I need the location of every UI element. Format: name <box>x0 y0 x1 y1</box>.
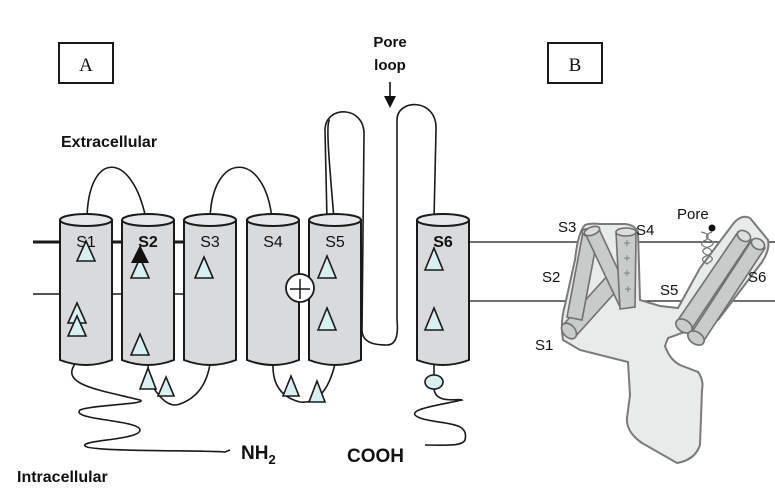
marker-triangle <box>75 239 97 262</box>
b-helix-s6 <box>687 237 767 346</box>
mutation-markers <box>66 239 445 356</box>
marker-triangle <box>307 378 327 403</box>
intracellular-label: Intracellular <box>17 469 108 486</box>
loop-s2-s3 <box>147 363 211 406</box>
b-s3-label: S3 <box>558 219 576 236</box>
panel-b-label-box <box>547 42 603 84</box>
b-s2-label: S2 <box>542 269 560 286</box>
helix-s1: S1 <box>59 213 113 366</box>
marker-triangle <box>316 253 338 279</box>
loop-s3-s4 <box>209 166 273 220</box>
helix-s3: S3 <box>183 213 237 366</box>
panel-a-label: A <box>79 55 93 76</box>
pore-loop-label-line1: Pore <box>373 34 406 51</box>
loop-s4-s5 <box>272 363 336 403</box>
loop-s1-s2 <box>86 166 147 220</box>
panel-b-label: B <box>569 55 582 76</box>
marker-triangle <box>423 245 445 271</box>
dark-arrow-marker <box>131 245 149 263</box>
marker-triangle <box>129 331 151 356</box>
helix-s6: S6 <box>416 213 470 366</box>
s4-charge: + <box>624 282 631 296</box>
panel-b: B + + + + <box>535 42 770 465</box>
b-s4-label: S4 <box>636 222 654 239</box>
pore-dot-icon <box>708 224 716 232</box>
marker-triangle <box>156 374 176 397</box>
segment-label-s5: S5 <box>325 234 345 251</box>
c-terminus-label: COOH <box>347 446 404 467</box>
marker-triangle <box>129 256 151 279</box>
marker-triangle <box>193 254 215 279</box>
pore-loop-arrow-icon <box>384 82 396 108</box>
segment-label-s6: S6 <box>433 234 453 251</box>
s4-charges: + + + + <box>623 236 631 296</box>
positive-charge-icon: + <box>285 273 315 303</box>
marker-triangle <box>316 305 338 331</box>
c-terminus-tail <box>413 388 467 447</box>
b-s1-label: S1 <box>535 337 553 354</box>
loop-s5-pore <box>327 119 335 220</box>
s4-charge: + <box>623 236 630 250</box>
marker-triangle <box>138 365 158 390</box>
segment-label-s2: S2 <box>138 234 158 251</box>
b-helix-s4: + + + + <box>615 227 637 310</box>
helix-s5: S5 <box>308 213 362 366</box>
extracellular-label: Extracellular <box>61 134 157 151</box>
panel-a: A Extracellular Intracellular Pore loop <box>17 34 775 486</box>
pore-filter-icon <box>700 224 716 265</box>
n-terminus-label: NH2 <box>241 443 276 467</box>
pore-loop-strand <box>324 103 437 346</box>
b-s5-label: S5 <box>660 282 678 299</box>
b-s6-label: S6 <box>748 269 766 286</box>
b-pore-label: Pore <box>677 206 709 223</box>
c-terminus-marker <box>424 374 444 390</box>
pore-loop-label-line2: loop <box>374 57 406 74</box>
panel-a-label-box <box>58 42 114 84</box>
marker-triangle <box>281 373 301 397</box>
s4-charge: + <box>623 251 630 265</box>
b-helix-s5 <box>675 229 753 334</box>
segment-label-s4: S4 <box>263 234 283 251</box>
marker-triangle <box>423 305 445 331</box>
n-terminus-tail <box>71 363 231 453</box>
helix-s4: S4 <box>246 213 300 366</box>
helix-s2: S2 <box>121 213 175 366</box>
marker-triangle <box>66 314 88 337</box>
s4-charge: + <box>623 266 630 280</box>
segment-label-s3: S3 <box>200 234 220 251</box>
